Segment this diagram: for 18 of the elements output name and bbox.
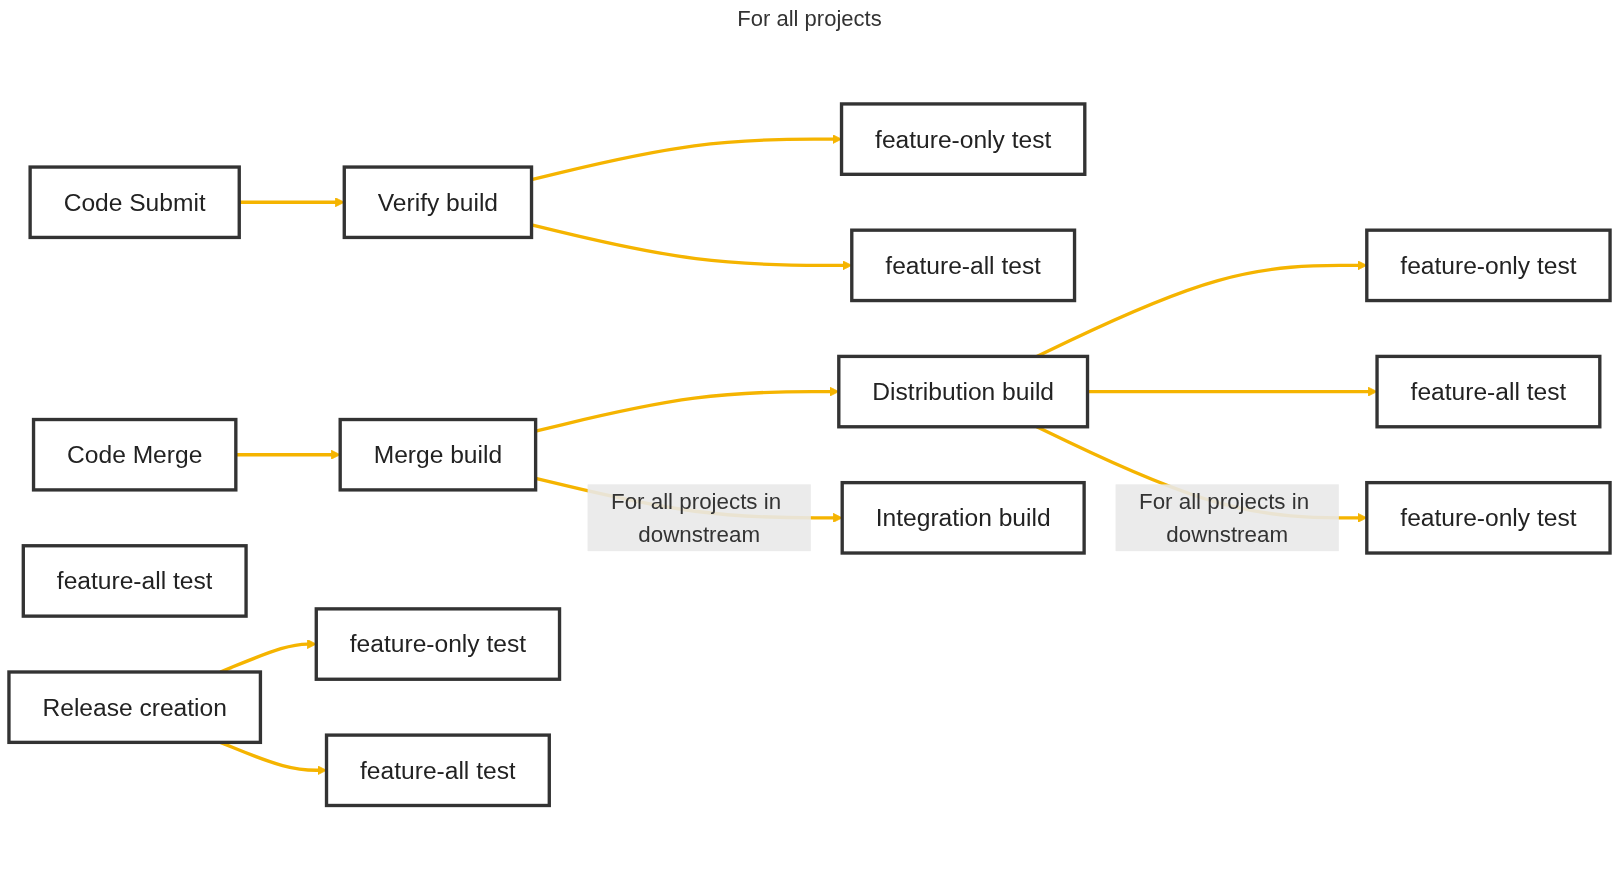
node-box: Distribution build (837, 355, 1090, 429)
node-box: feature-all test (850, 228, 1077, 303)
node-box: feature-only test (1365, 228, 1612, 303)
node-box: feature-all test (1375, 355, 1602, 429)
node-box: feature-only test (314, 607, 562, 682)
node-box: Release creation (7, 670, 263, 745)
node-box: Code Merge (31, 418, 238, 492)
node-box: feature-only test (839, 102, 1087, 177)
node-box: Merge build (338, 418, 538, 492)
edge-label: For all projects in downstream (611, 489, 782, 548)
node-box: feature-only test (1365, 481, 1612, 555)
node-box: feature-all test (324, 733, 551, 808)
node-box: feature-all test (21, 544, 248, 619)
node-box: Integration build (840, 481, 1086, 555)
note-text: For all projects (737, 6, 882, 32)
node-box: Code Submit (28, 165, 241, 240)
node-box: Verify build (342, 165, 534, 240)
edge-label: For all projects in downstream (1139, 489, 1310, 548)
